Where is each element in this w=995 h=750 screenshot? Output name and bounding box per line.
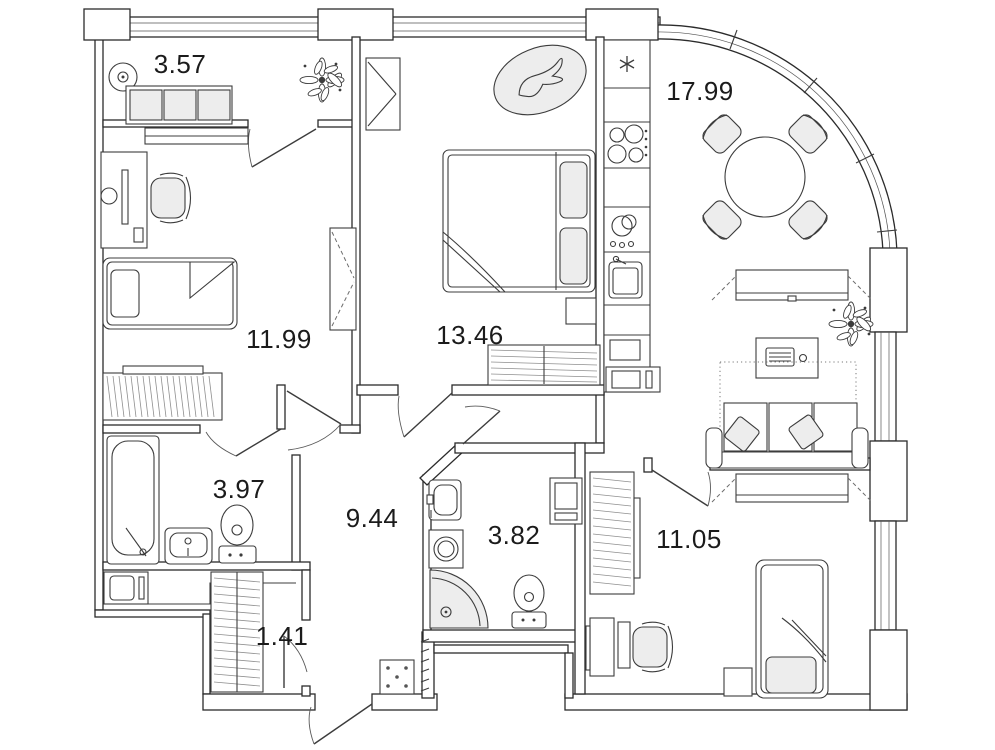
bedroom-right-door-jamb bbox=[643, 457, 653, 473]
balcony-door bbox=[247, 128, 317, 168]
bathtub bbox=[106, 435, 160, 565]
tall-cabinet bbox=[329, 227, 357, 331]
right-window-2 bbox=[874, 520, 897, 631]
right-pier-1 bbox=[869, 247, 908, 333]
bedroom-left-furniture bbox=[100, 127, 357, 421]
washing-machine bbox=[103, 571, 296, 605]
top-pier-2 bbox=[317, 8, 394, 41]
bedroom-right-furniture bbox=[585, 471, 873, 699]
office-chair bbox=[150, 172, 192, 224]
room-area-label-bedroom-right: 11.05 bbox=[656, 524, 722, 554]
nightstand bbox=[565, 297, 597, 325]
wardrobe bbox=[365, 57, 401, 131]
bedroom-top-wall-left bbox=[356, 384, 399, 396]
toilet bbox=[511, 574, 547, 629]
top-pier-1 bbox=[83, 8, 131, 41]
bottom-left-wall bbox=[94, 609, 211, 618]
bedroom-right-door bbox=[651, 469, 711, 507]
rug-with-cat bbox=[493, 44, 587, 116]
base-cabinet bbox=[605, 339, 661, 393]
bathroom-right-wall bbox=[291, 454, 301, 571]
wardrobe bbox=[210, 571, 264, 693]
coffee-table-laptop bbox=[755, 337, 819, 379]
radiator bbox=[144, 127, 249, 145]
entrance-door bbox=[308, 703, 373, 745]
right-window-1 bbox=[874, 331, 897, 442]
shower-room-bottom-wall bbox=[422, 629, 581, 643]
round-table bbox=[108, 62, 138, 92]
room-area-label-bathroom: 3.97 bbox=[213, 474, 266, 504]
dishwasher-icon bbox=[609, 214, 637, 249]
room-area-label-kitchen-living: 17.99 bbox=[666, 76, 734, 106]
shower-room-door bbox=[462, 405, 501, 445]
notch-wall-top bbox=[433, 644, 569, 654]
kitchen-sink bbox=[608, 255, 643, 299]
shower-room-fixtures bbox=[426, 477, 583, 629]
doormat bbox=[379, 659, 415, 695]
left-step-wall bbox=[202, 613, 211, 695]
dresser bbox=[711, 473, 873, 503]
room-area-label-closet: 1.41 bbox=[256, 621, 309, 651]
room-area-label-balcony: 3.57 bbox=[154, 49, 207, 79]
bathroom-fixtures bbox=[103, 435, 296, 605]
plant-icon bbox=[299, 57, 345, 103]
water-heater bbox=[549, 477, 583, 525]
room-labels: 3.57 11.99 13.46 17.99 3.97 9.44 3.82 1.… bbox=[154, 49, 734, 651]
bedroom-top-door bbox=[397, 392, 453, 438]
right-pier-2 bbox=[869, 440, 908, 522]
kitchen-living-furniture bbox=[603, 39, 874, 469]
cooktop-icon bbox=[607, 124, 648, 164]
corner-shower bbox=[429, 569, 489, 629]
shower-room-top-wall bbox=[454, 442, 605, 454]
nightstand bbox=[723, 667, 753, 697]
bedroom-top-wall-right bbox=[451, 384, 605, 396]
single-bed bbox=[755, 559, 829, 699]
sink bbox=[426, 479, 462, 521]
bathroom-door bbox=[205, 428, 282, 457]
tv-stand bbox=[711, 269, 873, 302]
closet-right-wall-bottom bbox=[301, 685, 311, 697]
double-bed bbox=[442, 149, 596, 293]
desk bbox=[585, 617, 631, 677]
desk bbox=[100, 151, 148, 249]
room-area-label-bedroom-left: 11.99 bbox=[246, 324, 312, 354]
bedroom-left-bottom-stub bbox=[339, 424, 361, 434]
balcony-furniture bbox=[108, 57, 345, 125]
balcony-sill-stub bbox=[317, 119, 356, 128]
low-wardrobe bbox=[487, 344, 601, 386]
bottom-wall-closet bbox=[202, 693, 316, 711]
plant-icon bbox=[828, 301, 874, 347]
room-area-label-hallway: 9.44 bbox=[346, 503, 399, 533]
dining-table bbox=[724, 136, 806, 218]
bedroom-right-left-wall bbox=[574, 442, 586, 695]
room-area-label-shower-room: 3.82 bbox=[488, 520, 541, 550]
wardrobe bbox=[102, 365, 223, 421]
sofa bbox=[705, 402, 869, 469]
vent-ticks bbox=[420, 638, 430, 692]
door-jamb-center bbox=[276, 384, 286, 430]
top-pier-3 bbox=[585, 8, 659, 41]
right-pier-3 bbox=[869, 629, 908, 711]
notch-wall-right bbox=[564, 652, 574, 699]
closet-right-wall-top bbox=[301, 569, 311, 621]
kitchen-cabinet-run bbox=[603, 39, 651, 393]
office-chair bbox=[632, 621, 674, 673]
bedroom-top-furniture bbox=[365, 44, 601, 386]
closet-door bbox=[283, 635, 308, 688]
closet-furniture bbox=[210, 571, 264, 693]
single-bed bbox=[102, 257, 238, 330]
fridge-icon bbox=[619, 56, 635, 72]
doors bbox=[205, 128, 711, 745]
bedroom-left-door bbox=[286, 390, 342, 451]
sink bbox=[164, 527, 213, 565]
toilet bbox=[218, 504, 257, 564]
room-area-label-bedroom-top: 13.46 bbox=[436, 320, 504, 350]
wardrobe bbox=[589, 471, 641, 595]
bench-sofa bbox=[125, 85, 233, 125]
bedroom-left-bottom-wall bbox=[102, 424, 201, 434]
left-outer-wall bbox=[94, 16, 104, 611]
washing-machine bbox=[428, 529, 464, 569]
